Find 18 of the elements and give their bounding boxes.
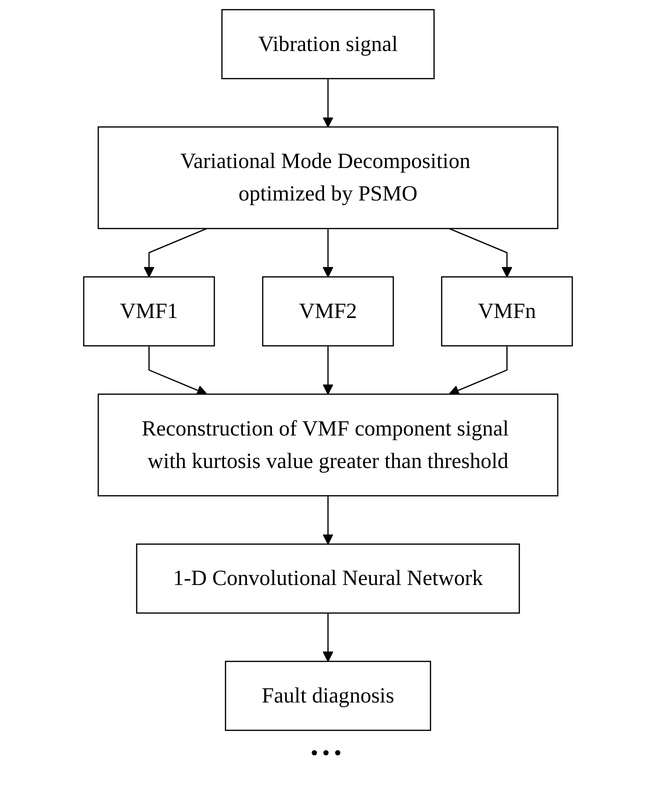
arrow [448, 346, 508, 396]
node-box: Fault diagnosis [224, 660, 432, 731]
arrow [144, 228, 207, 278]
node-box: VMFn [441, 276, 573, 346]
ellipsis-dots: ••• [310, 740, 346, 765]
arrow [322, 78, 334, 128]
arrow [449, 228, 512, 278]
node-box: VMF1 [83, 276, 215, 346]
arrow [148, 346, 208, 396]
arrow [322, 346, 334, 395]
node-box: Variational Mode Decomposition optimized by PSMO [98, 126, 558, 230]
node-box: 1-D Convolutional Neural Network [136, 544, 520, 614]
node-box: Vibration signal [221, 9, 435, 80]
arrow [322, 613, 334, 662]
node-box: VMF2 [262, 276, 394, 346]
arrow [322, 496, 334, 545]
arrow [322, 228, 334, 278]
node-box: Reconstruction of VMF component signal with kurtosis value greater than threshold [98, 394, 558, 496]
